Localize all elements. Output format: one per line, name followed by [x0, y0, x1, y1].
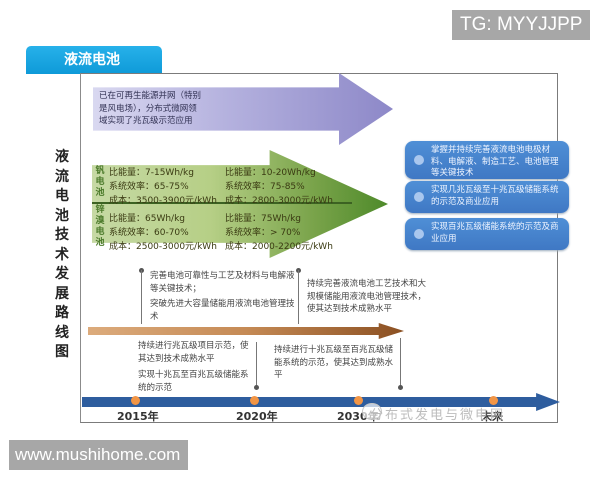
watermark-bottom-left: www.mushihome.com — [9, 440, 188, 470]
connector-line — [298, 270, 299, 324]
pin-icon — [398, 385, 403, 390]
purple-arrow-line: 是风电场），分布式微网领 — [99, 103, 197, 114]
timeline-marker — [354, 396, 363, 405]
goal-text: 实现几兆瓦级至十兆瓦级储能系统的示范及商业应用 — [431, 185, 559, 207]
label-char: 电 — [95, 177, 105, 187]
vanadium-battery-label: 钒 电 池 — [94, 166, 106, 199]
vertical-title-char: 池 — [55, 207, 69, 224]
spec-cost: 成本：3500-3900元/kWh — [109, 196, 217, 206]
label-char: 池 — [95, 188, 105, 198]
timeline-arrow — [82, 393, 560, 411]
zinc-bromine-specs-2020: 比能量：75Wh/kg 系统效率：> 70% 成本：2000-2200元/kWh — [225, 212, 333, 254]
goal-box: 实现百兆瓦级储能系统的示范及商业应用 — [405, 218, 569, 250]
note-line: 持续进行十兆瓦级至百兆瓦级储能系统的示范，使其达到成熟水平 — [274, 345, 394, 380]
purple-arrow-text: 已在可再生能源并网（特别 是风电场），分布式微网领 域实现了兆瓦级示范应用 — [99, 90, 229, 128]
label-char: 锌 — [95, 205, 105, 215]
note-line: 持续完善液流电池工艺技术和大规模储能用液流电池管理技术，使其达到技术成熟水平 — [307, 279, 427, 314]
pin-icon — [254, 385, 259, 390]
note-line: 突破先进大容量储能用液流电池管理技术 — [150, 299, 295, 322]
connector-line — [400, 338, 401, 388]
timeline-label-2015: 2015年 — [117, 410, 159, 423]
timeline-marker — [131, 396, 140, 405]
label-char: 钒 — [95, 166, 105, 176]
vertical-title-char: 图 — [55, 344, 69, 360]
vertical-title: 液 流 电 池 技 术 发 展 路 线 图 — [51, 148, 73, 363]
spec-cost: 成本：2800-3000元/kWh — [225, 196, 333, 206]
spec-efficiency: 系统效率：65-75% — [109, 182, 189, 192]
goal-text: 掌握并持续完善液流电池电极材料、电解液、制造工艺、电池管理等关键技术 — [431, 145, 559, 178]
bullet-icon — [414, 155, 424, 165]
vertical-title-char: 线 — [55, 324, 69, 341]
note-lower-2015: 持续进行兆瓦级项目示范，使其达到技术成熟水平 实现十兆瓦至百兆瓦级储能系统的示范 — [138, 340, 253, 394]
spec-energy: 比能量：65Wh/kg — [109, 214, 186, 224]
spec-efficiency: 系统效率：60-70% — [109, 228, 189, 238]
vertical-title-char: 路 — [55, 305, 69, 321]
note-lower-2020: 持续进行十兆瓦级至百兆瓦级储能系统的示范，使其达到成熟水平 — [274, 344, 399, 382]
goal-text: 实现百兆瓦级储能系统的示范及商业应用 — [431, 222, 559, 244]
watermark-top-right: TG: MYYJJPP — [452, 10, 590, 40]
connector-line — [256, 342, 257, 388]
note-upper-2015: 完善电池可靠性与工艺及材料与电解液等关键技术； 突破先进大容量储能用液流电池管理… — [150, 270, 300, 323]
vertical-title-char: 展 — [55, 285, 69, 302]
vanadium-specs-2020: 比能量：10-20Wh/kg 系统效率：75-85% 成本：2800-3000元… — [225, 166, 333, 208]
bullet-icon — [414, 229, 424, 239]
vertical-title-char: 电 — [55, 188, 69, 204]
label-char: 电 — [95, 227, 105, 237]
green-arrow-divider — [92, 202, 352, 204]
goal-box: 实现几兆瓦级至十兆瓦级储能系统的示范及商业应用 — [405, 181, 569, 213]
vertical-title-char: 液 — [55, 149, 69, 165]
spec-cost: 成本：2500-3000元/kWh — [109, 242, 217, 252]
spec-efficiency: 系统效率：> 70% — [225, 228, 301, 238]
purple-arrow-line: 域实现了兆瓦级示范应用 — [99, 116, 193, 126]
bullet-icon — [414, 192, 424, 202]
timeline-marker — [489, 396, 498, 405]
spec-energy: 比能量：75Wh/kg — [225, 214, 302, 224]
label-char: 池 — [95, 238, 105, 248]
note-line: 实现十兆瓦至百兆瓦级储能系统的示范 — [138, 370, 249, 393]
label-char: 溴 — [95, 216, 105, 226]
vertical-title-char: 术 — [55, 246, 69, 263]
brown-arrow — [88, 323, 404, 339]
spec-efficiency: 系统效率：75-85% — [225, 182, 305, 192]
connector-line — [141, 270, 142, 324]
vanadium-specs-2015: 比能量：7-15Wh/kg 系统效率：65-75% 成本：3500-3900元/… — [109, 166, 217, 208]
note-upper-2020: 持续完善液流电池工艺技术和大规模储能用液流电池管理技术，使其达到技术成熟水平 — [307, 278, 432, 316]
vertical-title-char: 技 — [55, 227, 69, 243]
title-tab: 液流电池 — [26, 46, 162, 74]
timeline-label-2020: 2020年 — [236, 410, 278, 423]
note-line: 持续进行兆瓦级项目示范，使其达到技术成熟水平 — [138, 341, 249, 364]
vertical-title-char: 发 — [55, 266, 69, 282]
wechat-icon — [362, 403, 382, 420]
zinc-bromine-specs-2015: 比能量：65Wh/kg 系统效率：60-70% 成本：2500-3000元/kW… — [109, 212, 217, 254]
source-watermark: 分布式发电与微电网 — [370, 408, 506, 423]
spec-energy: 比能量：10-20Wh/kg — [225, 168, 316, 178]
vertical-title-char: 流 — [55, 168, 69, 185]
timeline-label-future: 未来 — [481, 410, 503, 423]
zinc-bromine-battery-label: 锌 溴 电 池 — [94, 205, 106, 249]
goal-box: 掌握并持续完善液流电池电极材料、电解液、制造工艺、电池管理等关键技术 — [405, 141, 569, 179]
purple-arrow-line: 已在可再生能源并网（特别 — [99, 91, 202, 101]
timeline-marker — [250, 396, 259, 405]
spec-energy: 比能量：7-15Wh/kg — [109, 168, 194, 178]
note-line: 完善电池可靠性与工艺及材料与电解液等关键技术； — [150, 271, 295, 294]
spec-cost: 成本：2000-2200元/kWh — [225, 242, 333, 252]
